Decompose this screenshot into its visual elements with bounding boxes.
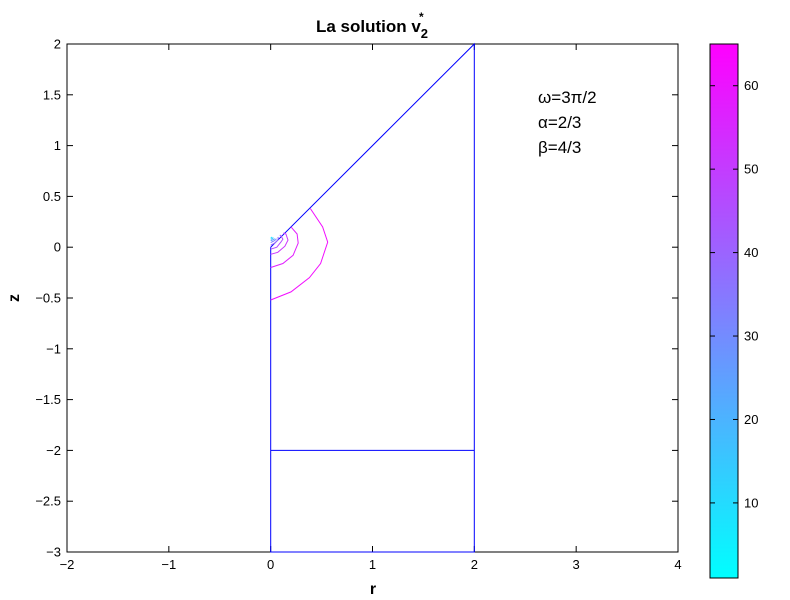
x-tick-label: 1 bbox=[369, 557, 376, 572]
y-tick-label: 1 bbox=[54, 138, 61, 153]
y-tick-label: −2 bbox=[46, 443, 61, 458]
contour-line bbox=[270, 208, 329, 301]
annotation-beta: β=4/3 bbox=[538, 138, 581, 157]
x-tick-label: 4 bbox=[674, 557, 681, 572]
axes-frame bbox=[66, 43, 679, 553]
contour-line bbox=[270, 238, 277, 244]
contour-line bbox=[270, 232, 289, 255]
colorbar-tick-label: 10 bbox=[744, 495, 758, 510]
y-tick-label: −0.5 bbox=[35, 291, 61, 306]
x-axis-label: r bbox=[370, 581, 376, 598]
x-tick-label: −2 bbox=[60, 557, 75, 572]
colorbar-tick-label: 50 bbox=[744, 162, 758, 177]
y-tick-label: −1.5 bbox=[35, 392, 61, 407]
contour-line bbox=[270, 238, 276, 242]
title-superscript: * bbox=[419, 10, 424, 24]
contour-line bbox=[270, 236, 279, 246]
y-tick-label: 0 bbox=[54, 240, 61, 255]
y-tick-label: −2.5 bbox=[35, 494, 61, 509]
annotation-omega: ω=3π/2 bbox=[538, 88, 597, 107]
plot-area: −2 −1 0 1 2 3 4 −3 −2.5 −2 −1.5 −1 −0.5 0 0.5 1 1.5 2 bbox=[35, 37, 681, 573]
contour-line bbox=[270, 234, 284, 250]
x-tick-label: 3 bbox=[573, 557, 580, 572]
title-subscript: 2 bbox=[421, 26, 428, 41]
chart-title: La solution v2* bbox=[316, 10, 428, 41]
x-tick-label: 0 bbox=[267, 557, 274, 572]
y-tick-label: 0.5 bbox=[43, 189, 61, 204]
colorbar: 10 20 30 40 50 60 bbox=[709, 43, 758, 579]
colorbar-tick-label: 30 bbox=[744, 329, 758, 344]
y-tick-label: 1.5 bbox=[43, 87, 61, 102]
colorbar-tick-label: 60 bbox=[744, 78, 758, 93]
y-axis-label: z bbox=[6, 294, 23, 302]
x-tick-label: 2 bbox=[471, 557, 478, 572]
contour-line bbox=[270, 237, 274, 240]
contour-line bbox=[270, 236, 273, 239]
y-tick-label: −3 bbox=[46, 545, 61, 560]
colorbar-gradient bbox=[709, 43, 739, 579]
colorbar-tick-label: 20 bbox=[744, 412, 758, 427]
annotation-alpha: α=2/3 bbox=[538, 113, 581, 132]
y-tick-label: −1 bbox=[46, 341, 61, 356]
contour-line bbox=[270, 226, 299, 268]
y-tick-label: 2 bbox=[54, 37, 61, 52]
colorbar-tick-label: 40 bbox=[744, 245, 758, 260]
x-tick-label: −1 bbox=[161, 557, 176, 572]
annotation-block: ω=3π/2 α=2/3 β=4/3 bbox=[538, 88, 597, 157]
